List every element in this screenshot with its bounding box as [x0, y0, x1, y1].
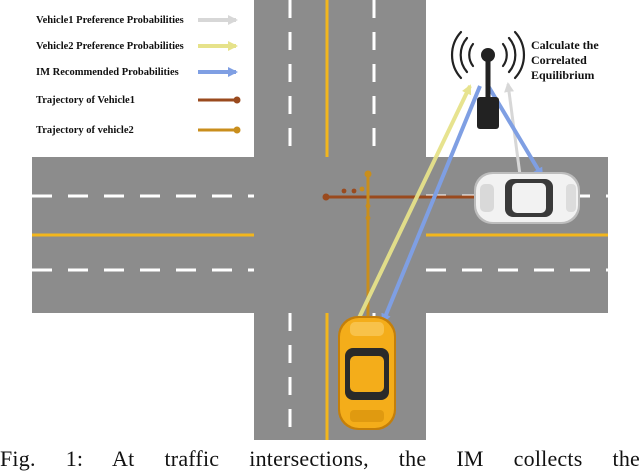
trajectory-candidate-marks	[341, 186, 371, 221]
im-label-line-2: Correlated	[531, 53, 587, 67]
legend: Vehicle1 Preference Probabilities Vehicl…	[36, 15, 241, 136]
legend-label-trajectory-vehicle2: Trajectory of vehicle2	[36, 125, 134, 136]
vehicle2-car	[338, 316, 396, 430]
vehicle1-car	[474, 172, 580, 224]
intersection-diagram: Calculate the Correlated Equilibrium Veh…	[32, 0, 608, 440]
trajectory-vehicle2-endpoint	[364, 170, 372, 178]
im-label-line-3: Equilibrium	[531, 68, 594, 82]
legend-dot-trajectory-vehicle1	[233, 96, 241, 104]
trajectory-vehicle1-endpoint	[322, 193, 330, 201]
intersection-manager-antenna-icon	[451, 30, 525, 129]
figure-caption: Fig. 1: At traffic intersections, the IM…	[0, 446, 640, 471]
legend-label-im-recommended: IM Recommended Probabilities	[36, 67, 179, 78]
trajectory-vehicle2	[364, 170, 372, 318]
legend-label-vehicle1-preference: Vehicle1 Preference Probabilities	[36, 15, 184, 26]
vehicle2-preference-arrow	[356, 84, 472, 321]
legend-dot-trajectory-vehicle2	[233, 126, 241, 134]
im-label-line-1: Calculate the	[531, 38, 599, 52]
trajectory-vehicle1	[322, 193, 476, 201]
im-recommendation-arrow-to-vehicle2	[381, 85, 482, 324]
legend-label-vehicle2-preference: Vehicle2 Preference Probabilities	[36, 41, 184, 52]
legend-label-trajectory-vehicle1: Trajectory of Vehicle1	[36, 95, 135, 106]
